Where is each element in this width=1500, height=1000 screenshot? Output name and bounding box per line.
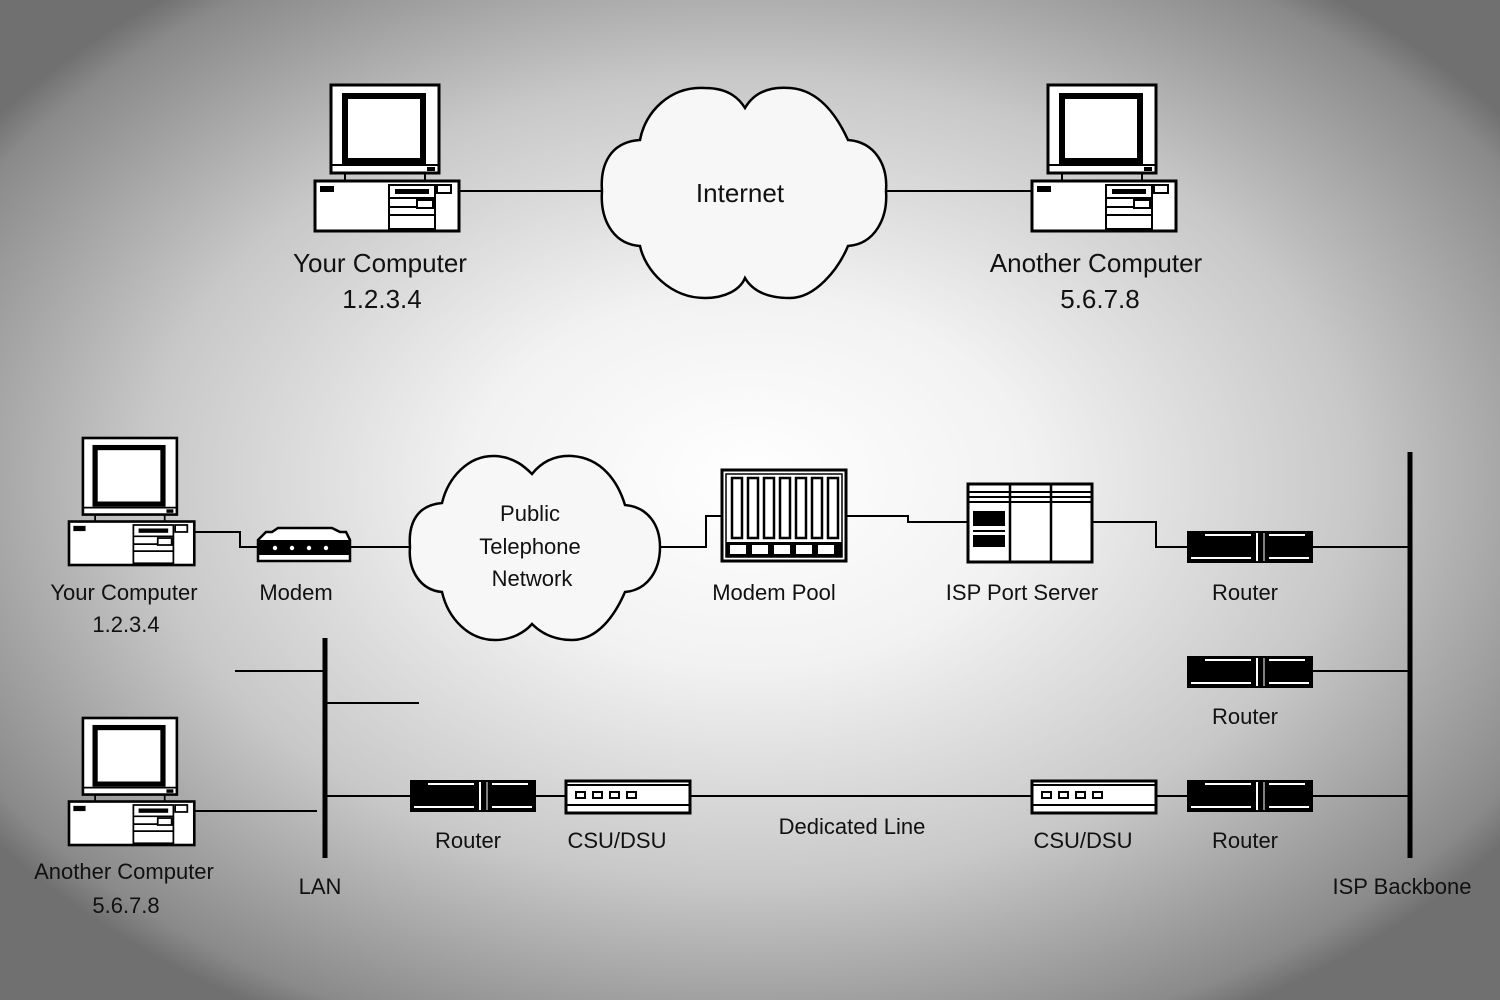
computer-icon [1032, 85, 1176, 231]
cloud-label-line: Network [492, 566, 574, 591]
node-address: 1.2.3.4 [92, 612, 159, 637]
node-label: Router [435, 828, 501, 853]
modem-icon [256, 526, 352, 563]
link-line [194, 531, 258, 548]
node-label: Another Computer [34, 859, 214, 884]
cloud-label: Internet [696, 178, 785, 208]
csu-dsu-icon [1030, 779, 1158, 815]
node-label: CSU/DSU [1033, 828, 1132, 853]
link-label: Dedicated Line [779, 814, 926, 839]
router-icon [409, 779, 537, 813]
node-label: Modem Pool [712, 580, 836, 605]
router-icon [1186, 655, 1314, 689]
node-address: 1.2.3.4 [342, 284, 422, 314]
server-icon [966, 482, 1094, 564]
link-line [660, 515, 722, 548]
modem-pool-icon [720, 468, 848, 563]
node-label: Another Computer [990, 248, 1203, 278]
node-label: Your Computer [293, 248, 467, 278]
node-address: 5.6.7.8 [92, 893, 159, 918]
cloud-label-line: Public [500, 501, 560, 526]
node-label: LAN [299, 874, 342, 899]
cloud-label-line: Telephone [479, 534, 581, 559]
node-label: ISP Port Server [946, 580, 1098, 605]
csu-dsu-icon [564, 779, 692, 815]
link-line [1092, 521, 1187, 548]
link-line [846, 515, 968, 523]
router-icon [1186, 779, 1314, 813]
node-label: Router [1212, 704, 1278, 729]
computer-icon [69, 718, 194, 845]
router-icon [1186, 530, 1314, 564]
computer-icon [315, 85, 459, 231]
node-label: Your Computer [50, 580, 197, 605]
node-address: 5.6.7.8 [1060, 284, 1140, 314]
node-label: ISP Backbone [1332, 874, 1471, 899]
bottom-section: Public Telephone Network [34, 438, 1472, 918]
top-section: Your Computer 1.2.3.4 Internet Another C… [293, 85, 1203, 314]
node-label: Router [1212, 828, 1278, 853]
node-label: Router [1212, 580, 1278, 605]
node-label: Modem [259, 580, 332, 605]
node-label: CSU/DSU [567, 828, 666, 853]
computer-icon [69, 438, 194, 565]
